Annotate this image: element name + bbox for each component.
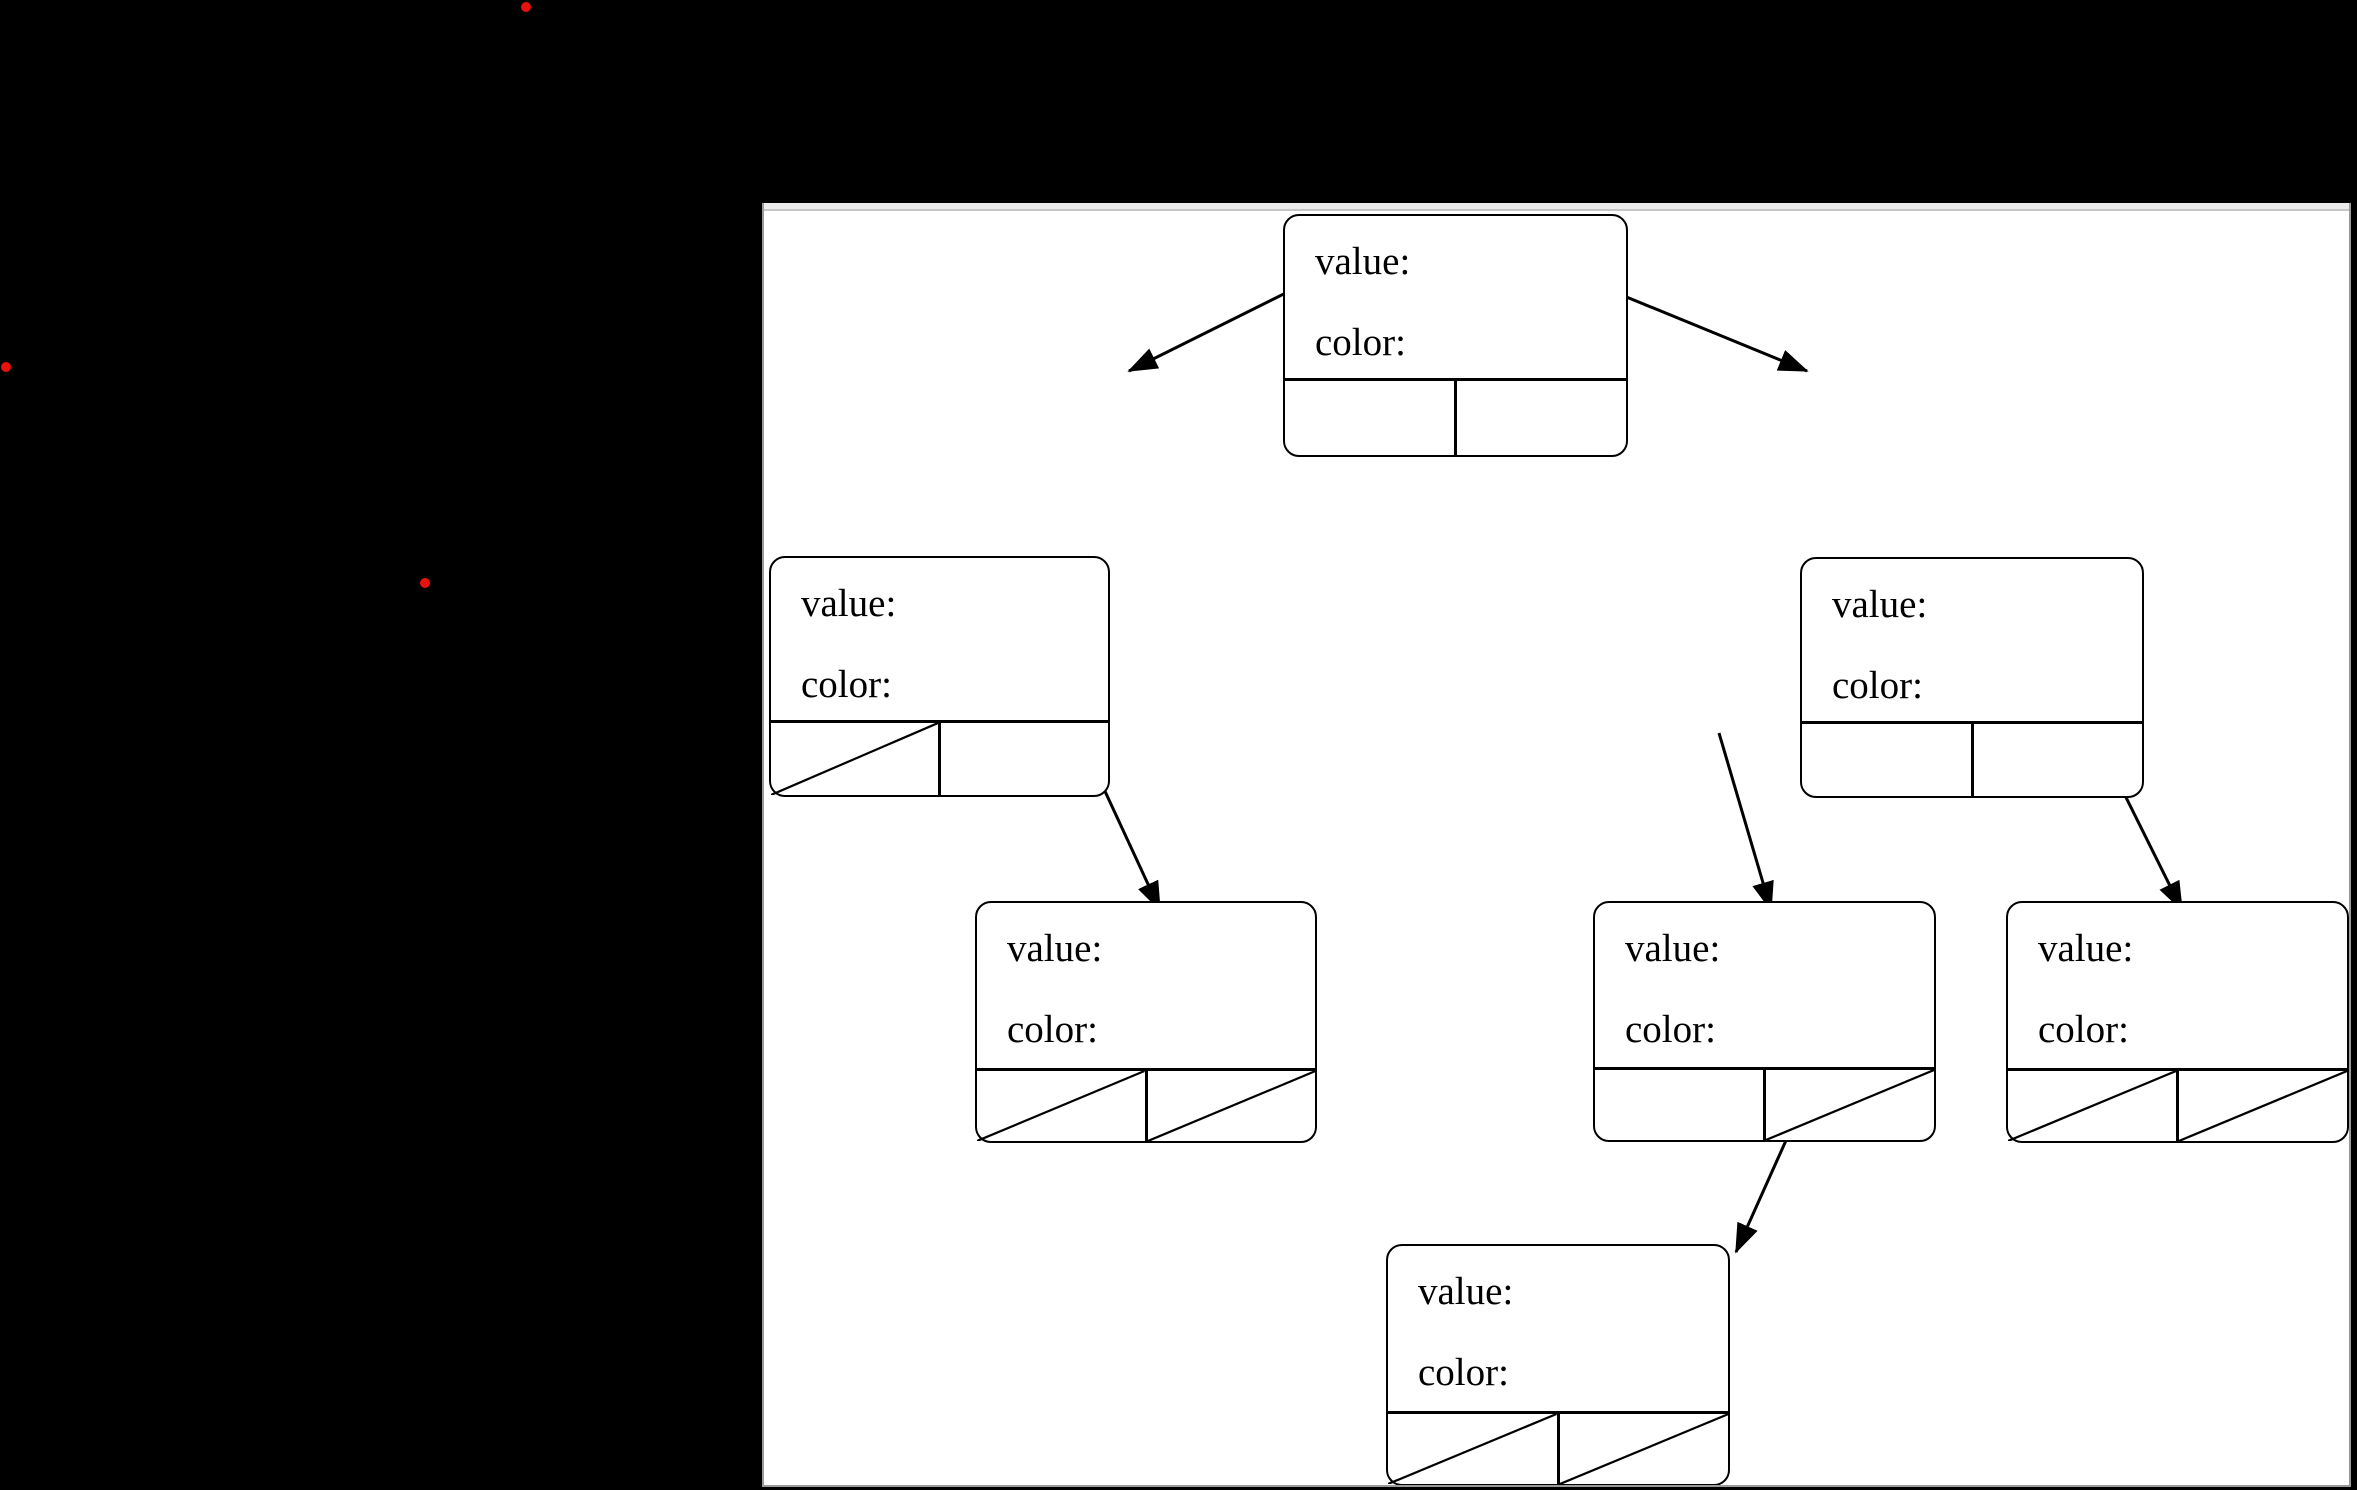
- node-root-pointer-row: [1285, 378, 1626, 455]
- node-right-right-fields: value: color:: [2008, 903, 2347, 1049]
- node-right-right-value-label: value:: [2038, 927, 2134, 970]
- node-right-left-left-value-label: value:: [1418, 1270, 1514, 1313]
- node-right-right-pointer-cell[interactable]: [1970, 724, 2143, 796]
- node-left-fields: value: color:: [771, 558, 1108, 704]
- tree-node-root[interactable]: value: color:: [1283, 214, 1628, 457]
- node-left-right-pointer-row: [977, 1068, 1315, 1141]
- node-right-right-right-pointer-cell[interactable]: [2176, 1071, 2347, 1141]
- node-root-color-label: color:: [1315, 321, 1406, 364]
- node-root-value-label: value:: [1315, 240, 1411, 283]
- tree-node-right[interactable]: value: color:: [1800, 557, 2144, 798]
- null-pointer-slash-icon: [1766, 1070, 1934, 1140]
- null-pointer-slash-icon: [771, 723, 938, 795]
- node-right-left-fields: value: color:: [1595, 903, 1934, 1049]
- node-left-right-fields: value: color:: [977, 903, 1315, 1049]
- tree-node-left-right[interactable]: value: color:: [975, 901, 1317, 1143]
- diagram-panel: value: color: value: color:: [762, 203, 2351, 1487]
- node-left-right-color-label: color:: [1007, 1008, 1098, 1051]
- marker-dot-2: [1, 362, 11, 372]
- node-left-left-pointer-cell[interactable]: [771, 723, 938, 795]
- node-left-right-value-label: value:: [1007, 927, 1103, 970]
- node-right-pointer-row: [1802, 721, 2142, 796]
- node-right-left-pointer-row: [1595, 1067, 1934, 1140]
- node-right-left-left-pointer-row: [1388, 1411, 1728, 1484]
- node-left-pointer-row: [771, 720, 1108, 795]
- node-right-left-left-color-label: color:: [1418, 1351, 1509, 1394]
- marker-dot-3: [420, 578, 430, 588]
- node-right-value-label: value:: [1832, 583, 1928, 626]
- node-right-left-right-pointer-cell[interactable]: [1763, 1070, 1934, 1140]
- panel-top-strip: [764, 203, 2349, 211]
- marker-dot-1: [521, 2, 531, 12]
- node-right-fields: value: color:: [1802, 559, 2142, 705]
- node-right-left-left-left-pointer-cell[interactable]: [1388, 1414, 1557, 1484]
- node-right-left-value-label: value:: [1625, 927, 1721, 970]
- node-right-right-left-pointer-cell[interactable]: [2008, 1071, 2176, 1141]
- tree-node-right-right[interactable]: value: color:: [2006, 901, 2349, 1143]
- tree-node-right-left[interactable]: value: color:: [1593, 901, 1936, 1142]
- node-right-left-left-right-pointer-cell[interactable]: [1556, 1414, 1729, 1484]
- node-root-right-pointer-cell[interactable]: [1454, 381, 1626, 455]
- null-pointer-slash-icon: [1560, 1414, 1729, 1484]
- node-right-left-left-pointer-cell[interactable]: [1595, 1070, 1763, 1140]
- null-pointer-slash-icon: [2008, 1071, 2176, 1141]
- edge-right-to-rightleft: [1717, 732, 1774, 912]
- tree-node-left[interactable]: value: color:: [769, 556, 1110, 797]
- null-pointer-slash-icon: [2179, 1071, 2347, 1141]
- null-pointer-slash-icon: [977, 1071, 1145, 1141]
- node-right-right-pointer-row: [2008, 1068, 2347, 1141]
- null-pointer-slash-icon: [1388, 1414, 1557, 1484]
- node-left-right-left-pointer-cell[interactable]: [977, 1071, 1145, 1141]
- node-root-fields: value: color:: [1285, 216, 1626, 362]
- node-left-value-label: value:: [801, 582, 897, 625]
- node-right-left-left-fields: value: color:: [1388, 1246, 1728, 1392]
- node-right-left-color-label: color:: [1625, 1008, 1716, 1051]
- tree-node-right-left-left[interactable]: value: color:: [1386, 1244, 1730, 1485]
- node-left-right-pointer-cell[interactable]: [938, 723, 1108, 795]
- node-right-left-pointer-cell[interactable]: [1802, 724, 1971, 796]
- node-root-left-pointer-cell[interactable]: [1285, 381, 1454, 455]
- node-right-color-label: color:: [1832, 664, 1923, 707]
- null-pointer-slash-icon: [1148, 1071, 1316, 1141]
- node-right-right-color-label: color:: [2038, 1008, 2129, 1051]
- node-left-color-label: color:: [801, 663, 892, 706]
- node-left-right-right-pointer-cell[interactable]: [1144, 1071, 1316, 1141]
